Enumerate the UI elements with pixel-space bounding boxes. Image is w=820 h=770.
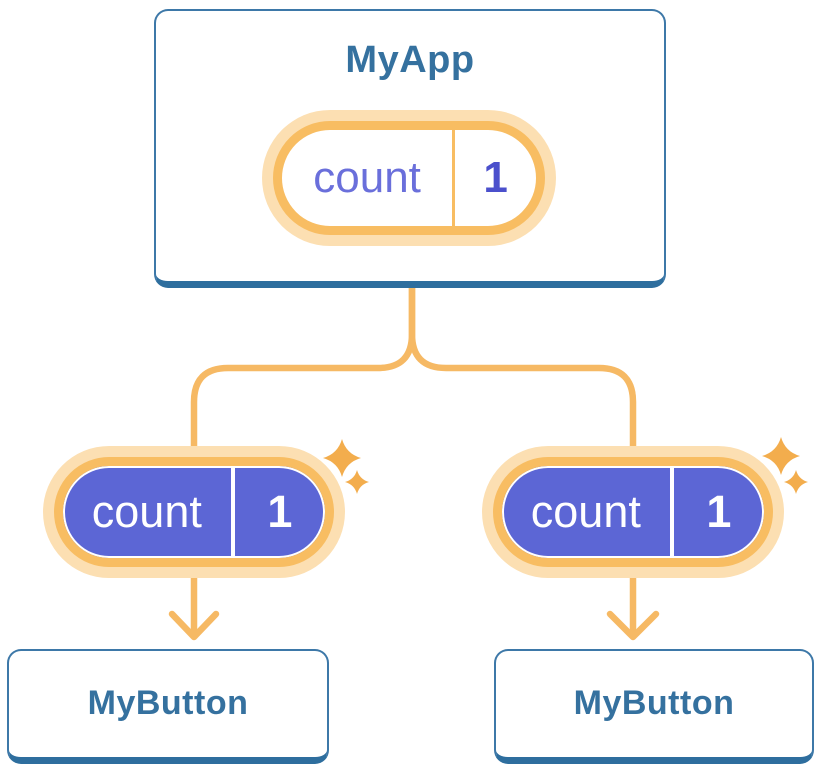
sparkle-icon: [323, 439, 361, 477]
component-title: MyButton: [573, 683, 735, 722]
state-name-label: count: [530, 486, 641, 537]
fork-connector-right: [408, 284, 637, 456]
state-pill-mybutton-right: count 1: [482, 446, 784, 578]
arrow-left-head: [168, 610, 220, 641]
state-value: 1: [452, 130, 536, 226]
component-title: MyButton: [87, 683, 249, 722]
state-value: 1: [230, 466, 325, 558]
fork-connector-left: [190, 284, 416, 456]
state-value: 1: [669, 466, 764, 558]
state-pill-myapp: count 1: [262, 110, 556, 246]
sparkle-icon: [345, 470, 369, 494]
state-name-label: count: [91, 486, 202, 537]
arrow-right-head: [606, 610, 660, 641]
sparkle-icon: [762, 437, 800, 475]
state-pill-body: count 1: [493, 457, 773, 567]
component-card-mybutton-left: MyButton: [7, 649, 329, 764]
component-title: MyApp: [345, 39, 475, 81]
state-pill-body: count 1: [273, 121, 545, 235]
component-card-mybutton-right: MyButton: [494, 649, 814, 764]
state-name-label: count: [313, 153, 421, 202]
state-pill-body: count 1: [54, 457, 334, 567]
sparkle-icon: [784, 470, 808, 494]
state-pill-mybutton-left: count 1: [43, 446, 345, 578]
